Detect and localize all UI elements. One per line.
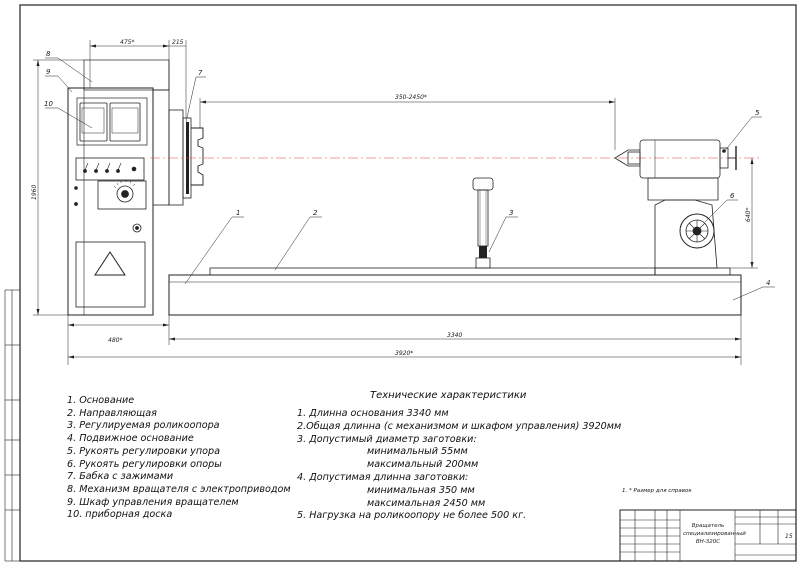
balloon-4: 4 [766, 279, 770, 287]
dim-350-2450: 350-2450* [395, 94, 427, 101]
dimension-arrows [36, 44, 754, 359]
spec-line: 4. Допустимая длинна заготовки: [297, 471, 469, 483]
headstock [168, 109, 204, 206]
speed-knob-icon [116, 185, 134, 203]
leader-lines [45, 57, 775, 301]
balloon-2: 2 [313, 209, 318, 217]
spec-line: 1. Длинна основания 3340 мм [297, 408, 449, 419]
parts-item: 2. Направляющая [67, 407, 157, 419]
dim-3920: 3920* [395, 350, 413, 357]
dim-1960: 1960 [31, 185, 38, 200]
spec-line: максимальная 2450 мм [367, 497, 486, 509]
door-lock-icon [132, 223, 142, 233]
spec-line: минимальный 55мм [367, 446, 468, 458]
balloon-1: 1 [236, 209, 240, 217]
drive-mechanism-housing [83, 59, 170, 91]
movable-base [654, 267, 731, 276]
adjustment-wheel-icon [679, 213, 715, 249]
switch-panel [75, 157, 145, 181]
spec-line: 3. Допустимый диаметр заготовки: [297, 433, 477, 445]
parts-item: 8. Механизм вращателя с электроприводом [67, 483, 291, 495]
warning-triangle-icon [94, 251, 126, 276]
parts-item: 1. Основание [67, 395, 135, 406]
roller-support [472, 177, 494, 269]
parts-item: 6. Рукоять регулировки опоры [67, 458, 222, 470]
dim-640: 640* [745, 208, 752, 222]
dim-475: 475* [120, 39, 134, 46]
dim-215: 215 [172, 39, 184, 46]
specs-title: Технические характеристики [370, 390, 527, 401]
instrument-panel [76, 97, 148, 146]
parts-item: 5. Рукоять регулировки упора [67, 445, 220, 457]
dimension-lines [33, 40, 758, 365]
specs-list: 1. Длинна основания 3340 мм 2.Общая длин… [297, 408, 621, 523]
balloon-10: 10 [44, 100, 53, 108]
parts-item: 4. Подвижное основание [67, 433, 194, 445]
parts-item: 9. Шкаф управления вращателем [67, 496, 239, 508]
parts-item: 7. Бабка с зажимами [67, 471, 174, 483]
base-frame [168, 274, 742, 316]
spec-line: максимальный 200мм [367, 459, 479, 471]
title-block-name: Вращатель специализированный ВН-320С [683, 523, 746, 545]
balloon-5: 5 [755, 109, 760, 117]
title-block [619, 509, 797, 562]
reference-note: 1. * Размер для справок [622, 488, 692, 494]
balloon-6: 6 [730, 192, 735, 200]
balloon-3: 3 [509, 209, 513, 217]
parts-item: 10. приборная доска [67, 509, 173, 521]
balloon-7: 7 [198, 69, 203, 77]
balloon-9: 9 [46, 68, 51, 76]
tailstock [614, 139, 737, 269]
guide-rail [209, 267, 656, 276]
title-block-sheets: 15 [785, 533, 793, 540]
spec-line: 2.Общая длинна (с механизмом и шкафом уп… [297, 420, 622, 432]
parts-list: 1. Основание 2. Направляющая 3. Регулиру… [67, 395, 291, 522]
binding-strip [4, 289, 20, 562]
dim-3340: 3340 [447, 332, 462, 339]
balloon-8: 8 [46, 50, 51, 58]
cabinet-door [75, 241, 146, 308]
parts-item: 3. Регулируемая роликоопора [67, 420, 220, 432]
drawing-frame [19, 4, 797, 562]
control-cabinet [67, 59, 170, 316]
spec-line: минимальная 350 мм [367, 484, 475, 496]
dim-480: 480* [108, 337, 122, 344]
spec-line: 5. Нагрузка на роликоопору не более 500 … [297, 510, 527, 522]
